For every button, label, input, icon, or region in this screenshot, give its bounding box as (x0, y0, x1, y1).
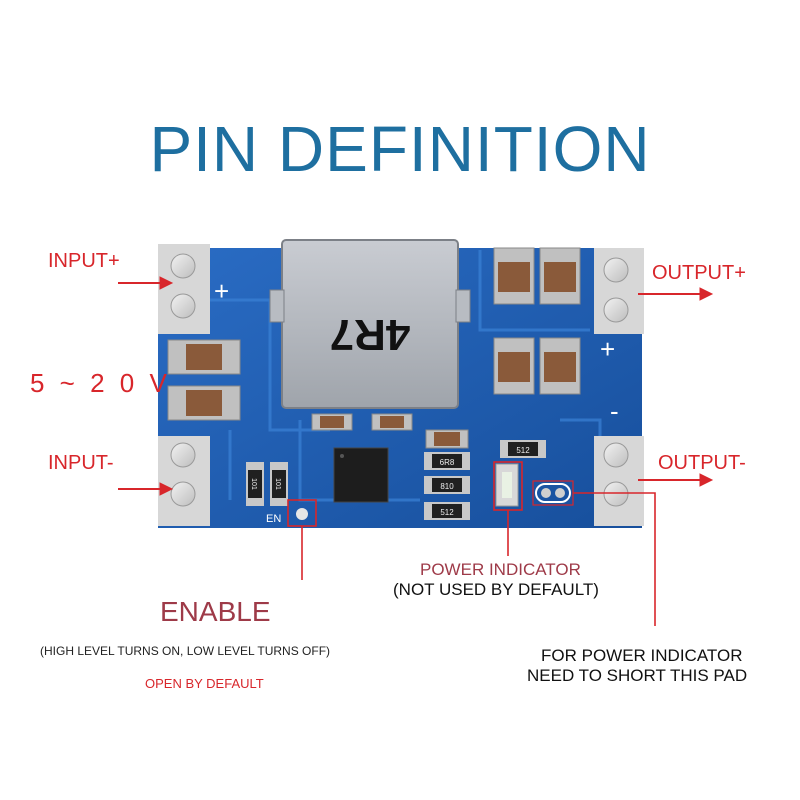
input-capacitors (167, 339, 241, 421)
silk-plus-left: + (214, 276, 229, 306)
small-resistor-mark-1: 101 (250, 478, 257, 490)
output-minus-label: OUTPUT- (658, 452, 746, 474)
output-plus-label: OUTPUT+ (652, 262, 746, 284)
leader-lines (301, 492, 656, 626)
voltage-range-label: 5 ~ 2 0 V (30, 368, 171, 398)
silk-minus-right: - (610, 396, 619, 426)
power-indicator-led (495, 463, 519, 507)
pin-arrows (118, 276, 714, 496)
resistors: 6R8 810 512 512 101 101 (246, 440, 546, 520)
resistor-mark-4: 512 (440, 508, 454, 517)
output-minus-hole-2 (603, 481, 629, 507)
inductor-marking: 4R7 (330, 310, 411, 359)
output-plus-hole-1 (603, 257, 629, 283)
input-pads (158, 244, 210, 526)
input-plus-hole-2 (170, 293, 196, 319)
output-plus-hole-2 (603, 297, 629, 323)
output-minus-hole-1 (603, 442, 629, 468)
enable-note: (HIGH LEVEL TURNS ON, LOW LEVEL TURNS OF… (40, 644, 331, 658)
small-resistor-mark-2: 101 (274, 478, 281, 490)
enable-label: ENABLE (160, 596, 271, 627)
power-indicator-label: POWER INDICATOR (420, 560, 581, 579)
enable-pad: EN (266, 508, 308, 525)
controller-ic (333, 447, 389, 503)
arrow-output-plus-icon (638, 287, 714, 301)
inductor: 4R7 (269, 239, 471, 409)
resistor-mark-1: 512 (516, 446, 530, 455)
arrow-input-plus-icon (118, 276, 174, 290)
arrow-output-minus-icon (638, 473, 714, 487)
arrow-input-minus-icon (118, 482, 174, 496)
input-minus-hole-2 (170, 481, 196, 507)
power-indicator-short-pad (535, 483, 571, 503)
short-pad-note-line1: FOR POWER INDICATOR (541, 646, 743, 665)
small-capacitors (311, 413, 469, 449)
page-title: PIN DEFINITION (149, 113, 651, 185)
enable-default-note: OPEN BY DEFAULT (145, 676, 264, 691)
power-indicator-note: (NOT USED BY DEFAULT) (393, 580, 599, 599)
resistor-mark-3: 810 (440, 482, 454, 491)
output-capacitors (493, 247, 581, 395)
input-minus-label: INPUT- (48, 452, 114, 474)
output-pads (594, 248, 644, 526)
silk-en: EN (266, 513, 281, 525)
input-plus-label: INPUT+ (48, 250, 120, 272)
short-pad-note-line2: NEED TO SHORT THIS PAD (527, 666, 748, 685)
resistor-mark-2: 6R8 (440, 458, 455, 467)
silk-plus-right: + (600, 334, 615, 364)
input-plus-hole-1 (170, 253, 196, 279)
input-minus-hole-1 (170, 442, 196, 468)
